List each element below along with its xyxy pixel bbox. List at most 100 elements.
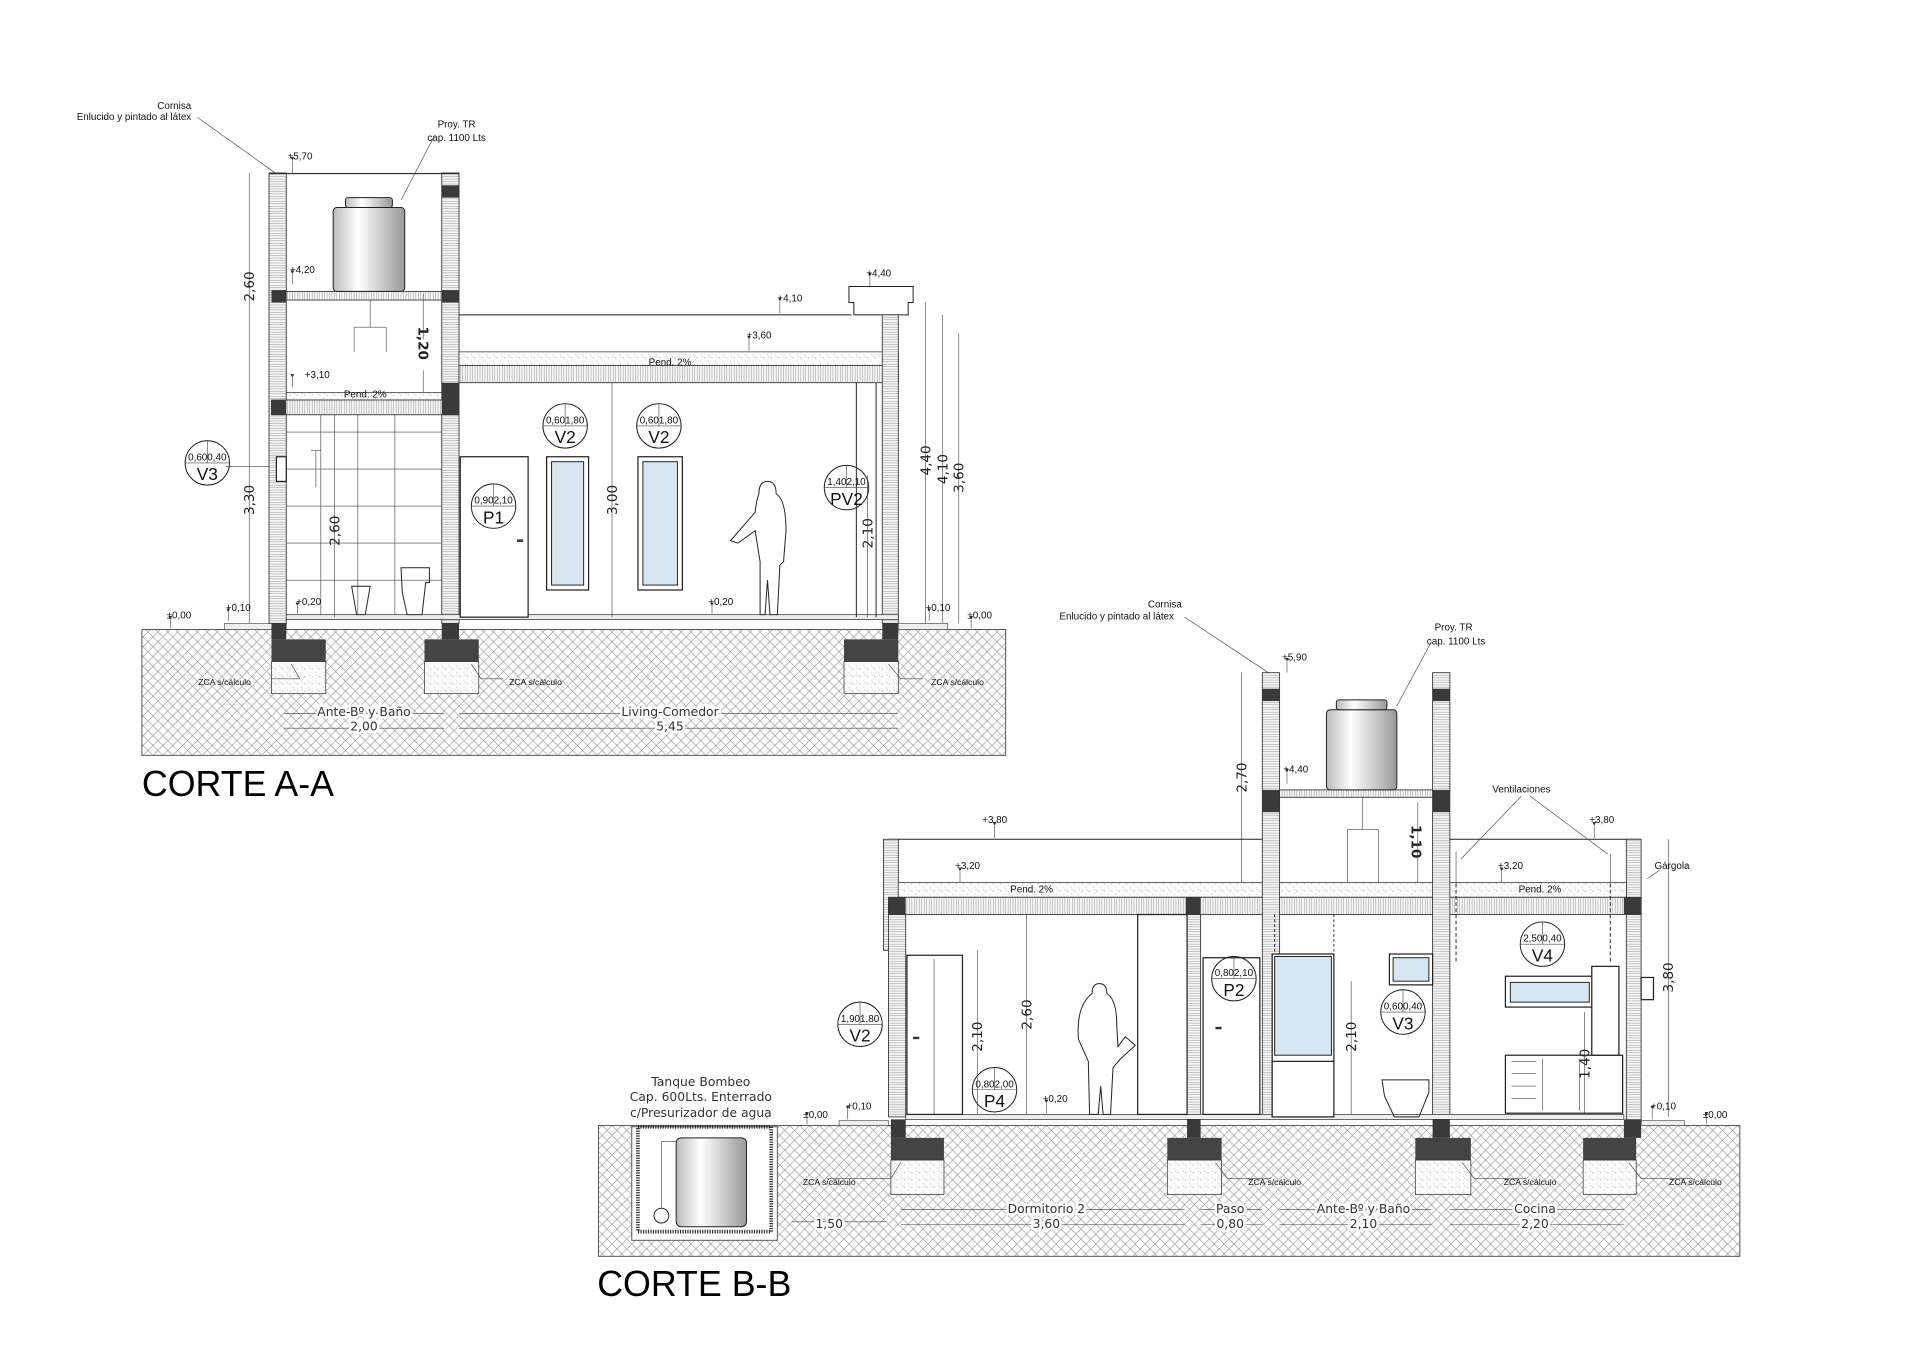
- footings: [890, 1119, 1642, 1196]
- room-name: Ante-Bº y Baño: [1317, 1202, 1410, 1216]
- room-name: Living-Comedor: [621, 705, 719, 719]
- door-p4: [1137, 913, 1188, 1116]
- ventilation-label: Ventilaciones: [1492, 784, 1550, 795]
- footing-label: ZCA s/cálculo: [1504, 1177, 1557, 1187]
- svg-text:V3: V3: [1392, 1013, 1413, 1033]
- cornisa-label: Cornisa: [157, 101, 191, 112]
- dimension-label: 4,10: [936, 454, 952, 484]
- level-label: ±0,00: [967, 610, 992, 621]
- tank-slab: [285, 290, 443, 301]
- tank-capacity: cap. 1100 Lts: [1427, 636, 1486, 647]
- dimension-label: 2,10: [970, 1022, 986, 1052]
- slope-label: Pend. 2%: [344, 390, 387, 401]
- wall: [1186, 914, 1202, 1118]
- svg-text:0,600,40: 0,600,40: [188, 452, 227, 463]
- toilet-icon: [400, 567, 430, 616]
- toilet-icon: [1381, 1079, 1430, 1118]
- svg-text:PV2: PV2: [830, 489, 863, 509]
- dimension-labels: 2,70 1,10 2,10 2,60 2,10 1,40 3,80: [970, 762, 1677, 1078]
- gargoyle-label: Gárgola: [1654, 861, 1690, 872]
- svg-text:0,600,40: 0,600,40: [1384, 1002, 1423, 1013]
- svg-text:0,802,00: 0,802,00: [975, 1079, 1014, 1090]
- footing-label: ZCA s/cálculo: [509, 677, 562, 687]
- window-v3: [1392, 957, 1430, 982]
- level-labels: +5,90 +4,40 +3,80 +3,20 +3,20 +3,80 +0,2…: [803, 652, 1728, 1121]
- footing-label: ZCA s/cálculo: [1669, 1177, 1722, 1187]
- section-a-a: +5,70 +4,20 +3,10 +0,20 +0,10 ±0,00 +4,1…: [77, 101, 1007, 804]
- tank-slab: [1279, 789, 1434, 798]
- dimension-label: 1,20: [414, 326, 430, 359]
- level-label: ±0,00: [167, 610, 192, 621]
- dimension-label: 4,40: [918, 445, 934, 475]
- water-tank: [1325, 709, 1398, 791]
- level-label: +0,20: [708, 597, 733, 608]
- door-p1: [459, 456, 529, 618]
- dimension-label: 2,70: [1234, 762, 1250, 792]
- svg-text:V2: V2: [648, 427, 669, 447]
- level-markers: [168, 156, 973, 629]
- room-name: Paso: [1216, 1202, 1244, 1216]
- svg-text:P1: P1: [483, 507, 504, 527]
- level-label: +4,20: [290, 265, 315, 276]
- level-label: +4,40: [866, 269, 891, 280]
- vanity: [1271, 1060, 1335, 1118]
- dimension-label: 3,00: [605, 485, 621, 515]
- pump-tank-note: c/Presurizador de agua: [630, 1106, 772, 1120]
- bath-roof-slab: [271, 399, 460, 416]
- dimension-label: 2,60: [327, 516, 343, 546]
- dimension-label: 3,60: [952, 463, 968, 493]
- dimension-label: 1,40: [1577, 1049, 1593, 1079]
- tank-label: Proy. TR: [1435, 623, 1473, 634]
- wall: [268, 172, 287, 624]
- shower-icon: [310, 450, 321, 488]
- room-length: 2,20: [1521, 1217, 1549, 1231]
- cornisa-label: Cornisa: [1148, 599, 1182, 610]
- section-title: CORTE A-A: [142, 764, 334, 804]
- floor: [285, 614, 899, 620]
- dimension-label: 2,10: [1344, 1022, 1360, 1052]
- cornisa-detail: Enlucido y pintado al látex: [1059, 612, 1174, 623]
- dimension-label: 2,60: [242, 271, 258, 301]
- level-label: +4,40: [1283, 765, 1308, 776]
- svg-text:V2: V2: [849, 1026, 870, 1046]
- dimension-label: 3,30: [242, 485, 258, 515]
- human-figure: [1077, 983, 1136, 1115]
- slope-label: Pend. 2%: [649, 357, 692, 368]
- room-name: Ante-Bº y Baño: [317, 705, 410, 719]
- level-label: +3,80: [982, 815, 1007, 826]
- level-label: +0,10: [846, 1101, 871, 1112]
- dimension-label: 2,10: [860, 518, 876, 548]
- level-label: ±0,00: [803, 1110, 828, 1121]
- section-title: CORTE B-B: [597, 1264, 791, 1304]
- pump-tank-capacity: Cap. 600Lts. Enterrado: [630, 1090, 772, 1104]
- svg-text:0,802,10: 0,802,10: [1215, 968, 1254, 979]
- svg-text:2,500,40: 2,500,40: [1523, 934, 1562, 945]
- dimension-labels: 2,60 3,30 1,20 2,60 3,00 2,10 4,40 4,10 …: [242, 271, 968, 548]
- level-label: +0,10: [925, 603, 950, 614]
- slope-label: Pend. 2%: [1519, 884, 1562, 895]
- room-length: 5,45: [656, 720, 683, 734]
- pump-tank-label: Tanque Bombeo: [650, 1075, 750, 1089]
- pump-tank: [675, 1137, 748, 1228]
- shower-screen: [1274, 955, 1332, 1056]
- wall: [888, 914, 907, 1118]
- wardrobe: [906, 954, 964, 1116]
- room-name: Cocina: [1514, 1202, 1556, 1216]
- svg-text:0,601,80: 0,601,80: [640, 415, 679, 426]
- level-label: +3,80: [1589, 815, 1614, 826]
- footing-label: ZCA s/cálculo: [198, 677, 251, 687]
- wall: [1432, 672, 1451, 1118]
- tank-capacity: cap. 1100 Lts: [427, 133, 486, 144]
- svg-text:0,902,10: 0,902,10: [474, 496, 513, 507]
- svg-text:V3: V3: [197, 464, 218, 484]
- level-label: +3,60: [747, 330, 772, 341]
- dimension-label: 3,80: [1661, 962, 1677, 992]
- level-label: +3,20: [955, 861, 980, 872]
